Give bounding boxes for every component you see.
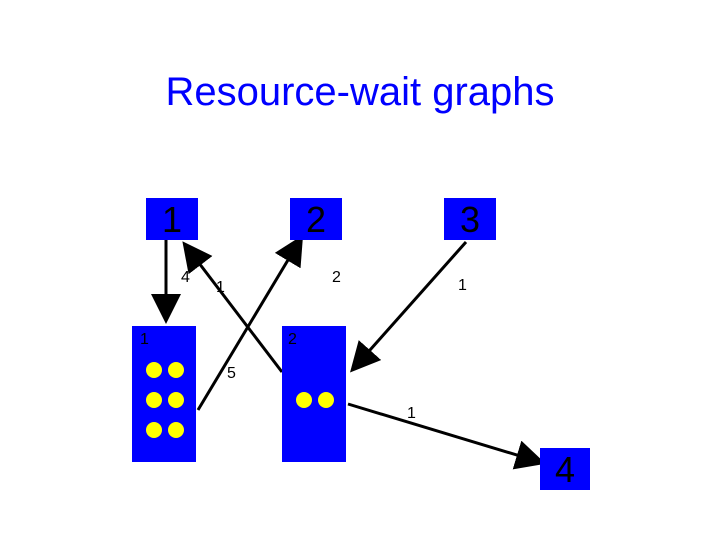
process-node-2: 2 <box>290 198 342 240</box>
process-node-4: 4 <box>540 448 590 490</box>
edge-label-process3-request: 1 <box>458 277 467 294</box>
edge-label-process2-hold: 1 <box>216 279 225 296</box>
edge-resource-2-to-process-4 <box>347 402 546 470</box>
slide-title: Resource-wait graphs <box>165 70 555 114</box>
resource-2-unit <box>296 392 312 408</box>
process-node-3: 3 <box>444 198 496 240</box>
edge-label-resource1: 5 <box>227 365 236 382</box>
process-label-2: 2 <box>306 199 326 240</box>
resource-1-unit <box>168 392 184 408</box>
process-label-1: 1 <box>162 199 182 240</box>
edge-process-3-to-resource-2 <box>350 241 468 373</box>
resource-1-unit <box>168 362 184 378</box>
process-node-1: 1 <box>146 198 198 240</box>
resource-label-2: 2 <box>288 331 297 348</box>
resource-2-unit <box>318 392 334 408</box>
edge-label-process4-hold: 1 <box>407 405 416 422</box>
process-label-4: 4 <box>555 449 575 490</box>
edge-label-process1-hold: 2 <box>332 269 341 286</box>
resource-label-1: 1 <box>140 331 149 348</box>
edge-resource-1-to-process-2 <box>196 234 304 411</box>
edge-resource-2-to-process-1 <box>182 241 284 373</box>
resource-1-unit <box>146 392 162 408</box>
resource-1-unit <box>146 422 162 438</box>
edge-label-process1-request: 4 <box>181 269 190 286</box>
process-label-3: 3 <box>460 199 480 240</box>
resource-1-unit <box>146 362 162 378</box>
resource-box-1 <box>132 326 196 462</box>
resource-1-unit <box>168 422 184 438</box>
resource-box-2 <box>282 326 346 462</box>
